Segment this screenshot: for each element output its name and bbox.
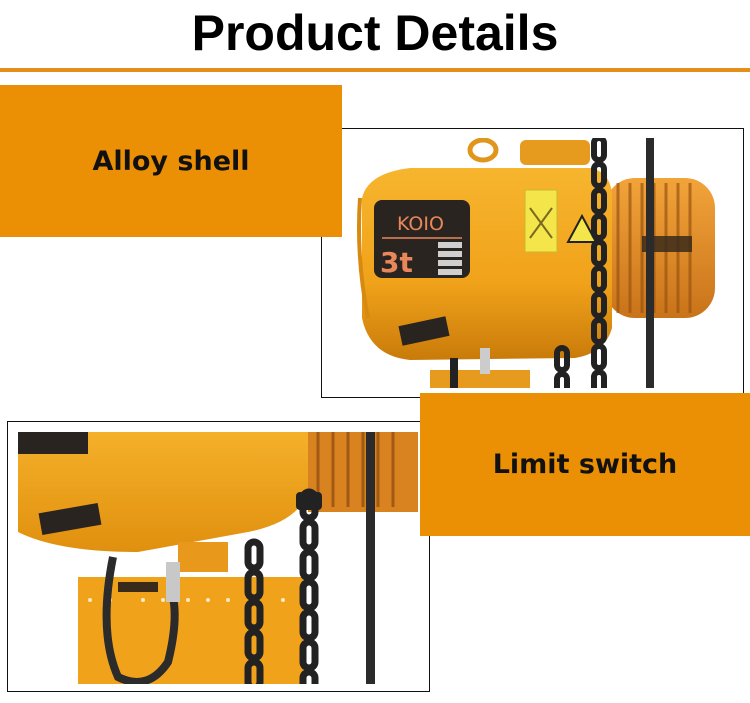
page-title: Product Details <box>191 5 559 61</box>
hoist-body-photo: KOIO 3t <box>350 138 716 388</box>
title-divider <box>0 68 750 72</box>
brand-text: KOIO <box>397 213 444 235</box>
feature-label-text: Alloy shell <box>92 145 250 177</box>
hoist-body-illustration: KOIO 3t <box>350 138 716 388</box>
photo-frame-top: KOIO 3t <box>321 128 744 398</box>
hoist-underside-illustration <box>18 432 418 684</box>
capacity-text: 3t <box>380 246 413 279</box>
photo-frame-bottom <box>7 421 430 692</box>
hoist-underside-photo <box>18 432 418 684</box>
feature-label-alloy-shell: Alloy shell <box>0 85 342 237</box>
feature-label-limit-switch: Limit switch <box>420 393 750 536</box>
feature-label-text: Limit switch <box>492 449 678 480</box>
